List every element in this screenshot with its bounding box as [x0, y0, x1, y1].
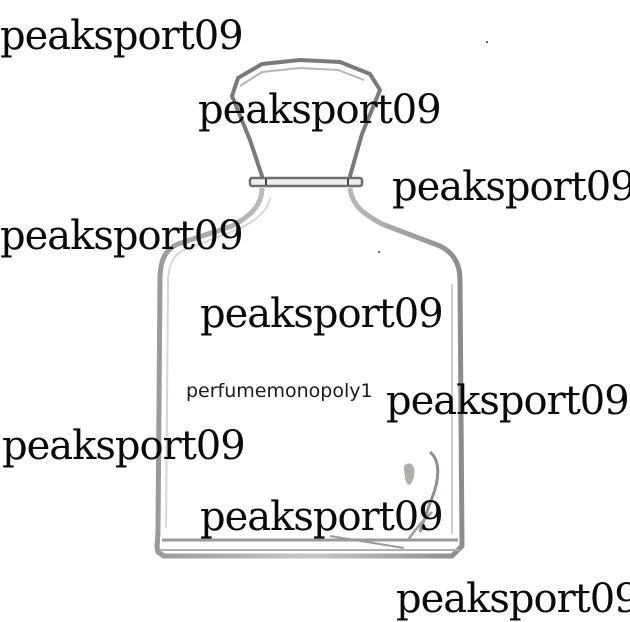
- bottle-label: perfumemonopoly1: [186, 380, 373, 402]
- watermark-text: peaksport09: [0, 213, 244, 259]
- watermark-text: peaksport09: [0, 13, 244, 59]
- speck: [486, 41, 488, 43]
- watermark-text: peaksport09: [198, 87, 442, 133]
- watermark-text: peaksport09: [2, 423, 246, 469]
- watermark-text: peaksport09: [200, 494, 444, 540]
- watermark-text: peaksport09: [396, 576, 630, 622]
- bottle-body: [154, 187, 465, 559]
- watermark-text: peaksport09: [386, 378, 630, 424]
- watermark-text: peaksport09: [392, 164, 630, 210]
- bottle-stopper: [230, 58, 382, 182]
- bottle-collar: [248, 176, 364, 188]
- speck: [378, 251, 380, 253]
- bottle-reflection: [329, 450, 440, 549]
- watermark-text: peaksport09: [200, 291, 444, 337]
